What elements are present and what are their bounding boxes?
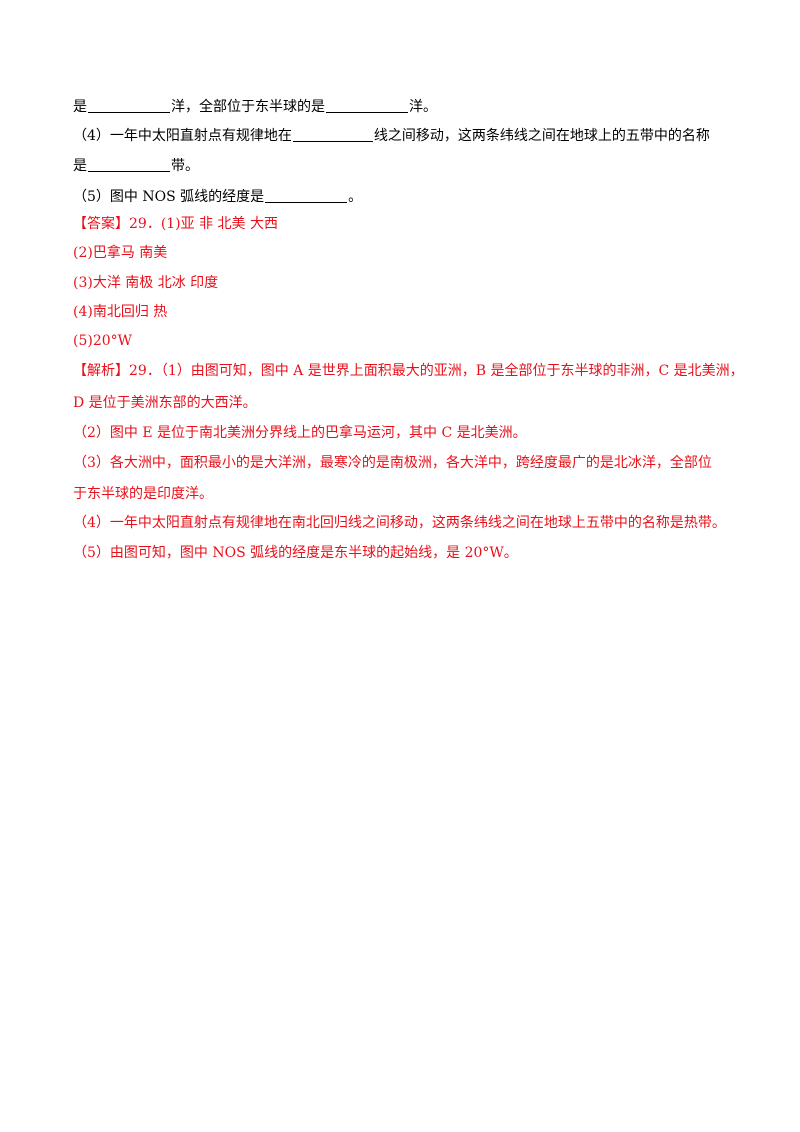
question-5: （5）图中 NOS 弧线的经度是。 [73, 189, 363, 205]
question-4-line-2: 是带。 [73, 158, 199, 174]
analysis-line: 【解析】29．（1）由图可知，图中 A 是世界上面积最大的亚洲，B 是全部位于东… [73, 363, 744, 379]
answer-header: 【答案】29．(1)亚 非 北美 大西 [73, 216, 278, 232]
answer-line: (5)20°W [73, 333, 133, 349]
answer-line: (4)南北回归 热 [73, 304, 168, 320]
answer-blank [88, 111, 170, 113]
analysis-line: D 是位于美洲东部的大西洋。 [73, 395, 257, 411]
analysis-line: （4）一年中太阳直射点有规律地在南北回归线之间移动，这两条纬线之间在地球上五带中… [73, 515, 726, 531]
answer-line: (2)巴拿马 南美 [73, 245, 168, 261]
answer-blank [88, 170, 170, 172]
answer-blank [326, 111, 408, 113]
analysis-line: （5）由图可知，图中 NOS 弧线的经度是东半球的起始线，是 20°W。 [73, 545, 518, 561]
question-4-line-1: （4）一年中太阳直射点有规律地在线之间移动，这两条纬线之间在地球上的五带中的名称 [73, 128, 710, 144]
question-line-1: 是洋，全部位于东半球的是洋。 [73, 99, 437, 115]
answer-blank [292, 140, 373, 142]
answer-blank [265, 201, 348, 203]
analysis-line: （3）各大洲中，面积最小的是大洋洲，最寒冷的是南极洲，各大洋中，跨经度最广的是北… [73, 455, 712, 471]
answer-line: (3)大洋 南极 北冰 印度 [73, 275, 219, 291]
analysis-line: （2）图中 E 是位于南北美洲分界线上的巴拿马运河，其中 C 是北美洲。 [73, 425, 527, 441]
analysis-line: 于东半球的是印度洋。 [73, 486, 213, 502]
